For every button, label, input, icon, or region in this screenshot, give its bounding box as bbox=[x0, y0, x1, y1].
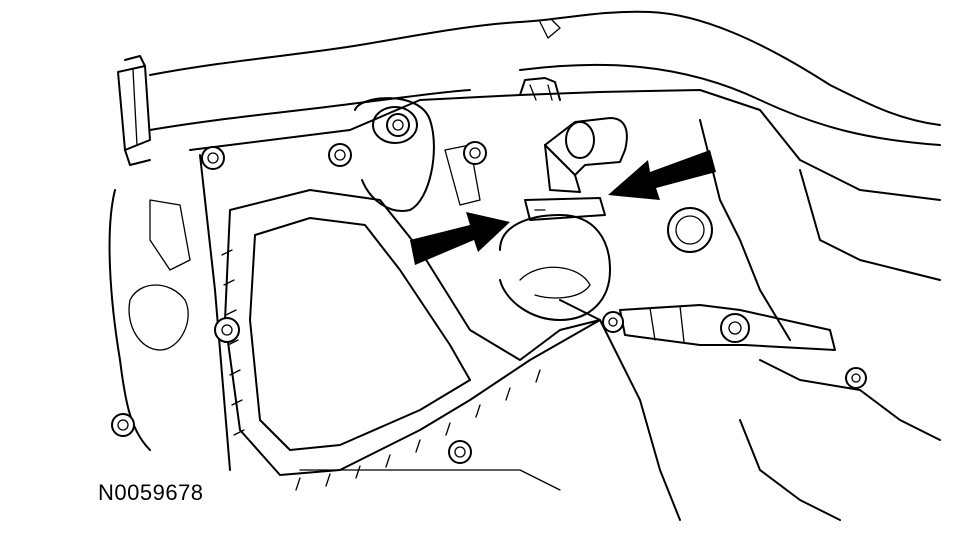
figure-id-label: N0059678 bbox=[98, 480, 204, 505]
callout-arrow-left bbox=[410, 212, 510, 265]
callout-arrows bbox=[410, 150, 716, 265]
bolt-9 bbox=[845, 367, 867, 389]
bolt-8 bbox=[602, 311, 624, 333]
sensor-connector bbox=[519, 77, 628, 221]
bolt-5 bbox=[214, 317, 240, 343]
bolt-7 bbox=[448, 440, 472, 464]
bolt-3 bbox=[463, 141, 487, 165]
bolt-4 bbox=[201, 146, 225, 170]
bolt-1 bbox=[386, 113, 410, 137]
bolt-6 bbox=[111, 413, 135, 437]
callout-arrow-right bbox=[608, 150, 716, 200]
hose-clamp bbox=[117, 55, 151, 166]
bolt-2 bbox=[328, 143, 352, 167]
coolant-port bbox=[667, 207, 713, 253]
linkage-arm bbox=[619, 304, 836, 351]
engine-housing bbox=[108, 89, 941, 521]
coolant-hose bbox=[149, 10, 941, 146]
thermostat-housing bbox=[354, 97, 611, 321]
cover-panel bbox=[221, 189, 601, 491]
bolts bbox=[111, 113, 867, 464]
